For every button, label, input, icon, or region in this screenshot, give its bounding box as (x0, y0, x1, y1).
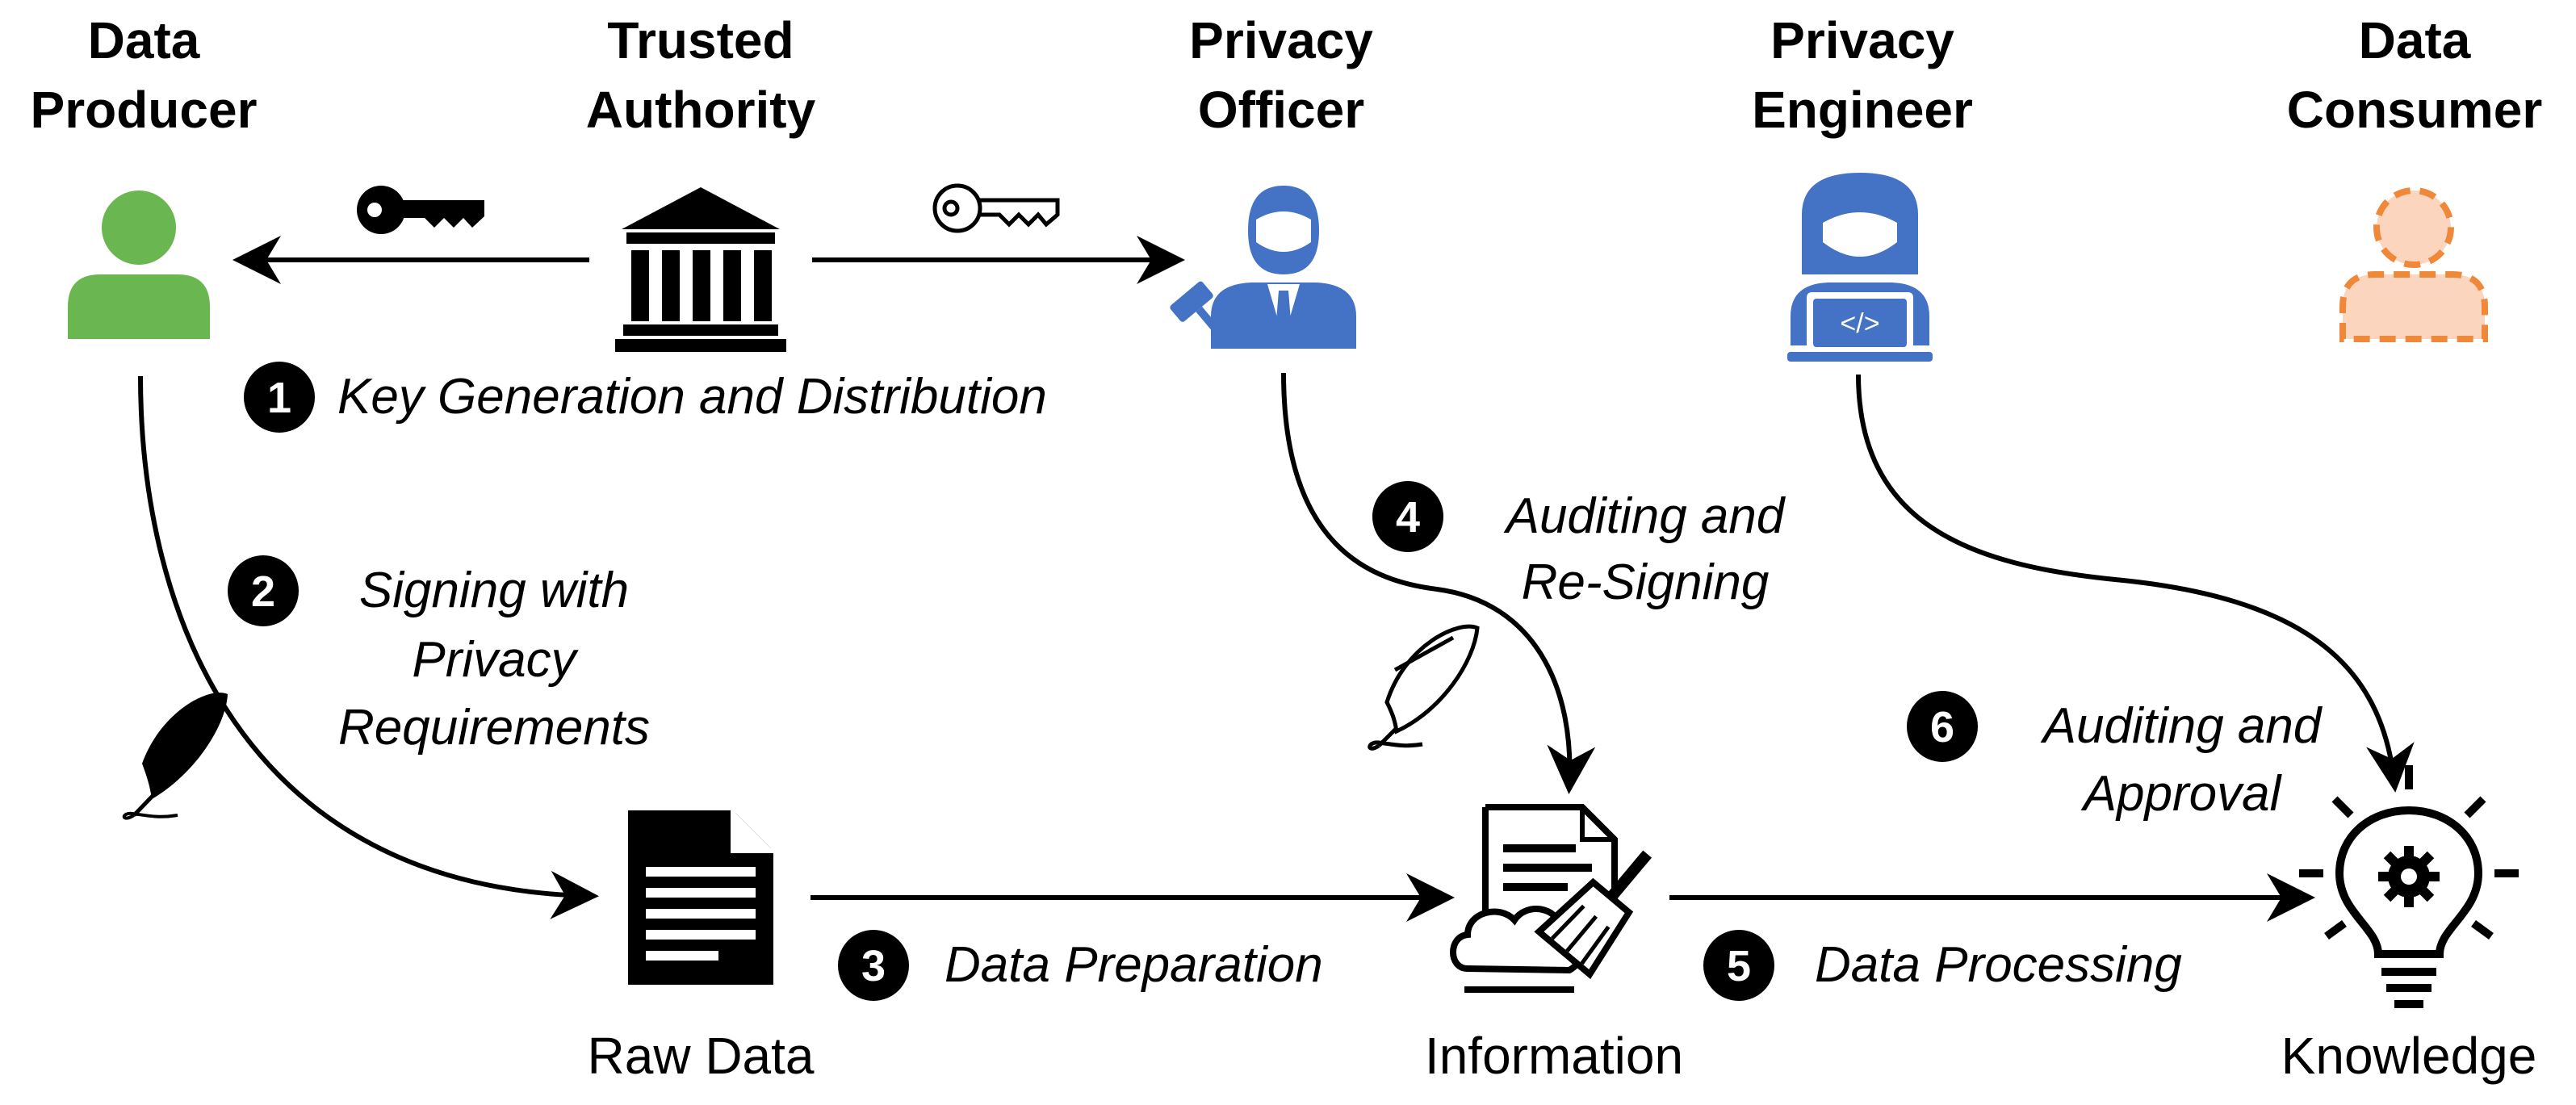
step-2-label-line1: Signing with (359, 563, 629, 618)
title-producer-line2: Producer (31, 81, 258, 139)
title-producer-line1: Data (88, 11, 200, 69)
arrow-engineer-to-knowledge (1856, 374, 2415, 793)
key-outline-icon (932, 183, 1060, 233)
title-consumer-line1: Data (2359, 11, 2471, 69)
feather-icon (122, 693, 228, 820)
step-6: 6 Auditing and Approval (1907, 691, 2323, 822)
title-engineer-line2: Engineer (1752, 81, 1973, 139)
title-consumer: Data Consumer (2287, 11, 2543, 139)
step-5-badge (1703, 930, 1774, 1001)
step-4-label-line1: Auditing and (1503, 488, 1786, 544)
title-consumer-line2: Consumer (2287, 81, 2543, 139)
producer-icon (68, 190, 210, 339)
step-1-label: Key Generation and Distribution (337, 369, 1047, 425)
step-3: 3 Data Preparation (838, 930, 1323, 1001)
step-2: 2 Signing with Privacy Requirements (228, 555, 650, 756)
key-filled-icon (357, 186, 484, 234)
title-authority-line1: Trusted (607, 11, 794, 69)
step-2-label-line3: Requirements (338, 700, 650, 756)
step-4-number: 4 (1396, 493, 1420, 542)
knowledge-label: Knowledge (2281, 1027, 2537, 1085)
bank-icon (615, 187, 786, 352)
officer-icon (1170, 186, 1356, 349)
title-officer: Privacy Officer (1189, 11, 1373, 139)
consumer-icon (2339, 187, 2488, 342)
title-engineer-line1: Privacy (1770, 11, 1954, 69)
step-6-number: 6 (1930, 703, 1954, 751)
step-2-number: 2 (251, 567, 275, 616)
document-icon (628, 810, 773, 985)
step-4-label-line2: Re-Signing (1522, 555, 1770, 610)
arrow-producer-to-raw (138, 375, 599, 919)
step-2-badge (228, 555, 299, 626)
step-5: 5 Data Processing (1703, 930, 2182, 1001)
step-5-label: Data Processing (1815, 937, 2182, 993)
title-authority-line2: Authority (586, 81, 816, 139)
step-1-badge (244, 362, 315, 433)
code-glyph: </> (1840, 308, 1879, 339)
title-authority: Trusted Authority (586, 11, 816, 139)
lightbulb-gear-icon (2299, 765, 2519, 1008)
title-officer-line2: Officer (1198, 81, 1364, 139)
step-6-label-line2: Approval (2080, 766, 2283, 822)
engineer-icon: </> (1787, 173, 1933, 362)
step-3-label: Data Preparation (945, 937, 1323, 993)
broom-document-icon (1450, 804, 1652, 993)
title-officer-line1: Privacy (1189, 11, 1373, 69)
step-6-label-line1: Auditing and (2040, 698, 2323, 754)
step-1-number: 1 (267, 374, 291, 422)
title-producer: Data Producer (31, 11, 258, 139)
step-6-badge (1907, 691, 1978, 762)
step-4: 4 Auditing and Re-Signing (1372, 481, 1786, 610)
step-3-number: 3 (861, 942, 886, 990)
step-3-badge (838, 930, 909, 1001)
step-1: 1 Key Generation and Distribution (244, 362, 1047, 433)
step-4-badge (1372, 481, 1443, 552)
information-label: Information (1425, 1027, 1683, 1085)
arrow-officer-to-info (1281, 372, 1596, 794)
feather-outline-icon (1368, 624, 1480, 751)
title-engineer: Privacy Engineer (1752, 11, 1973, 139)
step-5-number: 5 (1727, 942, 1751, 990)
raw-data-label: Raw Data (588, 1027, 815, 1085)
step-2-label-line2: Privacy (412, 632, 579, 688)
